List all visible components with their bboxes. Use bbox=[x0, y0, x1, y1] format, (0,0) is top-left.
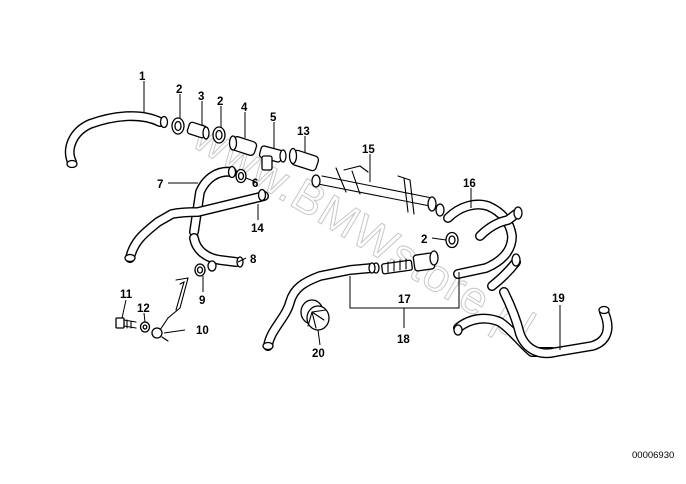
callout-10: 10 bbox=[196, 325, 209, 337]
hose-1 bbox=[64, 111, 165, 167]
callout-8: 8 bbox=[250, 254, 257, 266]
callout-18: 18 bbox=[397, 334, 410, 346]
clamp-2c bbox=[445, 231, 459, 249]
callout-20: 20 bbox=[312, 348, 325, 360]
leader-lines bbox=[121, 81, 561, 350]
callout-2b: 2 bbox=[217, 96, 223, 108]
fitting-8 bbox=[207, 256, 244, 272]
callout-16: 16 bbox=[463, 178, 476, 190]
clamp-2b bbox=[212, 126, 226, 144]
callout-6: 6 bbox=[252, 178, 258, 190]
drawing-number: 00006930 bbox=[632, 450, 674, 461]
callout-2a: 2 bbox=[176, 84, 182, 96]
callout-4: 4 bbox=[241, 102, 248, 114]
callout-2c: 2 bbox=[421, 234, 427, 246]
washer-12 bbox=[139, 321, 151, 333]
hose-16b bbox=[475, 209, 521, 241]
connector-3 bbox=[186, 121, 210, 140]
hose-14 bbox=[125, 191, 269, 263]
sleeve-4 bbox=[228, 135, 258, 156]
callout-15: 15 bbox=[362, 144, 375, 156]
callout-3: 3 bbox=[198, 91, 204, 103]
bracket-10 bbox=[151, 277, 189, 342]
hose-19b bbox=[499, 287, 613, 359]
hose-18 bbox=[263, 263, 377, 351]
pipe-assembly-15 bbox=[311, 165, 445, 217]
valve-17 bbox=[372, 250, 439, 275]
callout-12: 12 bbox=[137, 303, 150, 315]
sleeve-13 bbox=[288, 147, 320, 172]
callout-17: 17 bbox=[398, 294, 411, 306]
callout-11: 11 bbox=[120, 289, 133, 301]
clamp-2a bbox=[171, 117, 185, 135]
hose-ends bbox=[66, 115, 610, 351]
cap-20 bbox=[300, 299, 330, 331]
hose-8 bbox=[189, 233, 241, 267]
callout-13: 13 bbox=[297, 126, 310, 138]
clamp-6 bbox=[235, 168, 247, 184]
callout-1: 1 bbox=[139, 71, 146, 83]
callout-7: 7 bbox=[157, 179, 163, 191]
callout-9: 9 bbox=[199, 295, 205, 307]
elbow-5 bbox=[258, 145, 287, 171]
callout-19: 19 bbox=[552, 293, 565, 305]
callout-5: 5 bbox=[270, 112, 277, 124]
bolt-11 bbox=[115, 317, 137, 329]
clamp-9 bbox=[194, 263, 206, 277]
hose-7 bbox=[189, 166, 237, 237]
callout-14: 14 bbox=[251, 223, 264, 235]
